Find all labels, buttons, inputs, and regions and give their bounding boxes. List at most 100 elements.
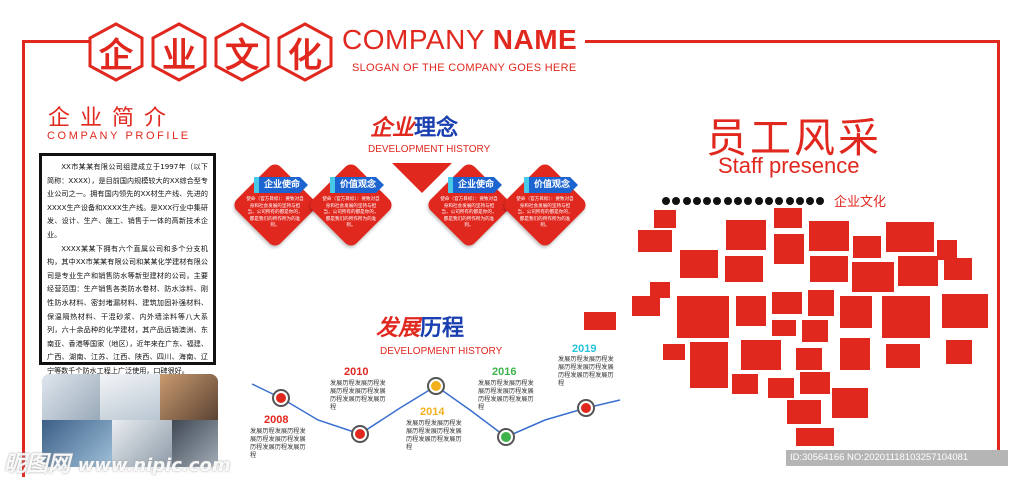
philosophy-subtitle: DEVELOPMENT HISTORY <box>368 144 491 155</box>
timeline-node-core <box>581 403 591 413</box>
image-id-watermark: ID:30564166 NO:20201118103257104081 <box>786 450 1008 466</box>
philosophy-ribbon: 价值观念 <box>330 177 384 193</box>
photo-frame <box>882 296 930 338</box>
photo-tablet <box>100 374 160 420</box>
timeline-node-core <box>355 429 365 439</box>
hex-badge: 企 <box>88 22 144 82</box>
history-title-script: 发展 <box>376 315 421 341</box>
photo-frame <box>796 348 822 370</box>
philosophy-card-text: 使命（官方目标）：要致对自身和社会发展的坚持与担当，公司所有的都是你的，都是我们… <box>246 197 304 228</box>
slogan: SLOGAN OF THE COMPANY GOES HERE <box>352 62 577 74</box>
philosophy-card-text: 使命（官方目标）：要致对自身和社会发展的坚持与担当，公司所有的都是你的，都是我们… <box>322 197 380 228</box>
photo-frame <box>725 256 763 282</box>
milestone-text: 发展历程发展历程发展历程发展历程发展历程发展历程发展历程 <box>250 428 306 460</box>
intro-text-box: XX市某某有限公司组建成立于1997年（以下简称：XXXX），是目前国内规模较大… <box>39 153 216 375</box>
hex-char: 业 <box>162 35 196 76</box>
intro-title: 企业简介 <box>48 106 177 131</box>
hex-char: 化 <box>288 35 322 76</box>
milestone-text: 发展历程发展历程发展历程发展历程发展历程发展历程发展历程 <box>558 356 614 388</box>
business-photo-collage <box>42 374 218 467</box>
nipic-watermark: 昵图网 www.nipic.com <box>4 446 231 477</box>
photo-frame <box>741 340 781 370</box>
company-name: COMPANY NAME <box>342 24 577 56</box>
photo-frame <box>946 340 972 364</box>
photo-frame <box>853 236 881 258</box>
timeline-node <box>351 425 369 443</box>
photo-frame <box>796 428 834 446</box>
photo-frame <box>654 210 676 228</box>
frame-top-left <box>22 40 94 43</box>
company-name-bold: NAME <box>492 24 578 55</box>
frame-left <box>22 40 25 477</box>
photo-frame <box>800 372 830 394</box>
timeline-node <box>577 399 595 417</box>
photo-frame <box>937 240 957 260</box>
nipic-url: www.nipic.com <box>77 455 231 476</box>
history-title: 发展历程 <box>376 310 464 342</box>
photo-frame <box>638 230 672 252</box>
photo-frame <box>774 208 802 228</box>
philosophy-card-text: 使命（官方目标）：要致对自身和社会发展的坚持与担当，公司所有的都是你的，都是我们… <box>440 197 498 228</box>
hex-badge: 业 <box>151 22 207 82</box>
photo-frame <box>772 292 802 314</box>
philosophy-ribbon: 企业使命 <box>254 177 308 193</box>
photo-keyboard <box>172 420 218 467</box>
dotted-divider <box>662 197 828 207</box>
photo-frame <box>632 296 660 316</box>
company-name-light: COMPANY <box>342 24 485 55</box>
photo-frame <box>732 374 758 394</box>
milestone-text: 发展历程发展历程发展历程发展历程发展历程发展历程发展历程 <box>330 380 386 412</box>
hex-badge: 化 <box>277 22 333 82</box>
staff-title-en: Staff presence <box>718 153 860 178</box>
photo-frame <box>809 221 849 251</box>
philosophy-title: 企业理念 <box>370 110 458 142</box>
photo-frame <box>944 258 972 280</box>
photo-frame <box>690 342 728 388</box>
photo-handshake <box>160 374 218 420</box>
milestone-year: 2010 <box>344 366 369 378</box>
philosophy-ribbon: 价值观念 <box>524 177 578 193</box>
timeline-node-core <box>276 393 286 403</box>
photo-frame <box>677 296 729 338</box>
milestone-text: 发展历程发展历程发展历程发展历程发展历程发展历程发展历程 <box>406 420 462 452</box>
timeline-node <box>427 377 445 395</box>
philosophy-title-script: 企业 <box>370 115 415 141</box>
photo-frame <box>787 400 821 424</box>
milestone-year: 2008 <box>264 414 289 426</box>
milestone-year: 2019 <box>572 343 597 355</box>
photo-documents <box>42 374 100 420</box>
history-subtitle: DEVELOPMENT HISTORY <box>380 346 503 357</box>
staff-title-cn: 员工风采 <box>706 114 882 162</box>
hex-badge: 文 <box>214 22 270 82</box>
photo-frame <box>772 320 796 336</box>
timeline-node-core <box>431 381 441 391</box>
hex-char: 文 <box>225 35 259 76</box>
photo-frame <box>726 220 766 250</box>
intro-paragraph: XXXX某某下拥有六个直属公司和多个分支机构，其中XX市某某有限公司和某某化学建… <box>47 243 208 375</box>
photo-frame <box>808 290 834 316</box>
philosophy-card-text: 使命（官方目标）：要致对自身和社会发展的坚持与担当，公司所有的都是你的，都是我们… <box>516 197 574 228</box>
photo-frame <box>942 294 988 328</box>
photo-frame <box>768 378 794 398</box>
timeline-node <box>497 428 515 446</box>
photo-frame <box>736 296 766 326</box>
photo-frame <box>832 388 868 418</box>
photo-frame <box>774 234 804 264</box>
photo-frame <box>802 320 828 342</box>
photo-frame <box>810 256 848 282</box>
history-title-main: 历程 <box>420 316 465 341</box>
photo-pen <box>112 420 172 467</box>
intro-subtitle: COMPANY PROFILE <box>47 130 191 142</box>
photo-frame <box>650 282 670 298</box>
photo-frame <box>680 250 718 278</box>
photo-frame <box>886 344 920 368</box>
milestone-year: 2014 <box>420 406 445 418</box>
nipic-logo-text: 昵图网 <box>4 452 71 477</box>
photo-chart <box>42 420 112 467</box>
intro-paragraph: XX市某某有限公司组建成立于1997年（以下简称：XXXX），是目前国内规模较大… <box>47 162 208 239</box>
photo-frame <box>663 344 685 360</box>
philosophy-title-main: 理念 <box>414 116 459 141</box>
photo-frame <box>886 222 934 252</box>
hex-char: 企 <box>99 35 133 76</box>
